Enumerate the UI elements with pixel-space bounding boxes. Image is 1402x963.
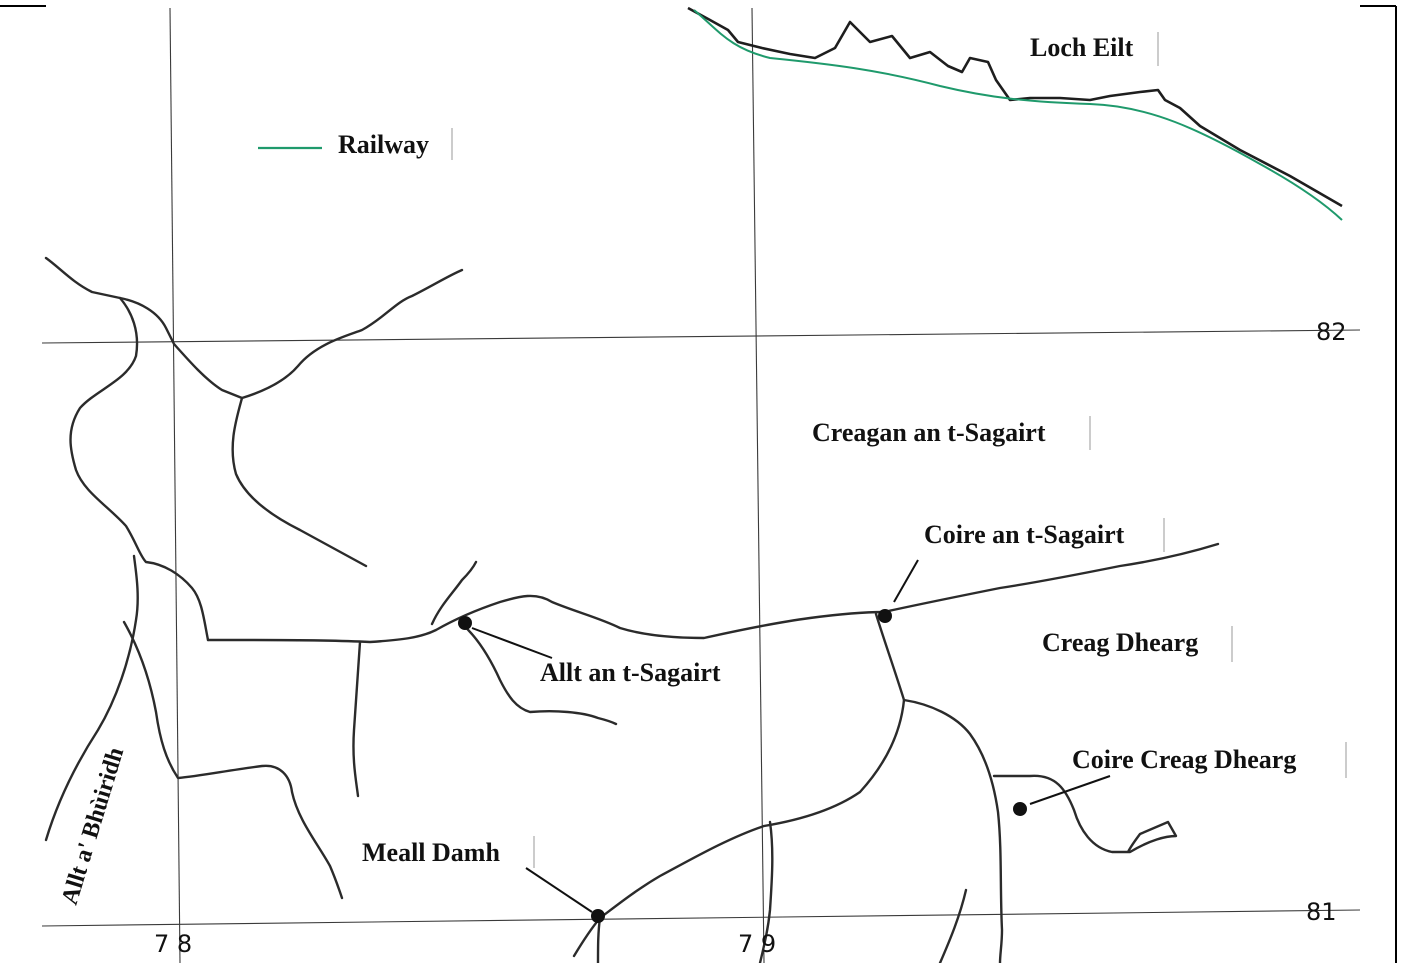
coire-an-t-sagairt-label: Coire an t-Sagairt [924, 520, 1125, 549]
allt-a-bhuiridh-label: Allt a' Bhùiridh [57, 745, 129, 908]
grid-lines [41, 7, 1361, 963]
stream-northwest-branch [231, 396, 368, 568]
coire-an-t-sagairt-point [878, 609, 892, 623]
meall-damh-point [591, 909, 605, 923]
creagan-an-t-sagairt-label: Creagan an t-Sagairt [812, 418, 1046, 447]
stream-south-branch-central [352, 640, 362, 798]
stream-coire-creag-east [992, 774, 1178, 854]
meall-damh-label: Meall Damh [362, 838, 500, 867]
map-frame [0, 5, 1397, 963]
coire-creag-dhearg-label: Coire Creag Dhearg [1072, 745, 1296, 774]
grid-northing-81 [41, 909, 1361, 927]
stream-south-branch-west [122, 620, 344, 900]
creag-dhearg-label: Creag Dhearg [1042, 628, 1198, 657]
grid-northing-82 [41, 329, 1361, 344]
grid-number-82: 82 [1316, 318, 1347, 346]
grid-easting-79 [751, 7, 765, 963]
grid-easting-78 [169, 7, 181, 963]
streams [44, 256, 1220, 963]
grid-number-79: 7 9 [738, 930, 776, 958]
loch-eilt-label: Loch Eilt [1030, 33, 1134, 62]
stream-coire-creag-dhearg [902, 698, 1004, 963]
loch-eilt-shoreline [687, 6, 1343, 208]
railway-legend-label: Railway [338, 130, 429, 159]
stream-northwest-tributary [44, 256, 464, 400]
coire-sagairt-leader [893, 559, 919, 603]
stream-allt-bhuiridh [44, 554, 139, 842]
stream-allt-sagairt-south [460, 622, 618, 726]
grid-number-81: 81 [1306, 898, 1337, 926]
meall-damh-leader [525, 867, 593, 913]
allt-an-t-sagairt-point [458, 616, 472, 630]
coire-creag-dhearg-point [1013, 802, 1027, 816]
grid-number-78: 7 8 [154, 930, 192, 958]
allt-sagairt-leader [471, 627, 553, 659]
stream-allt-an-t-sagairt-main [206, 542, 1220, 644]
railway-line [693, 9, 1343, 221]
allt-an-t-sagairt-label: Allt an t-Sagairt [540, 658, 721, 687]
stream-meall-damh-south [596, 916, 602, 963]
coire-creag-leader [1029, 775, 1111, 805]
stream-southeast-79 [758, 820, 774, 963]
stream-southeast-lower [938, 888, 968, 963]
stream-west-loop [69, 296, 210, 642]
stream-allt-sagairt-fork [430, 560, 478, 626]
